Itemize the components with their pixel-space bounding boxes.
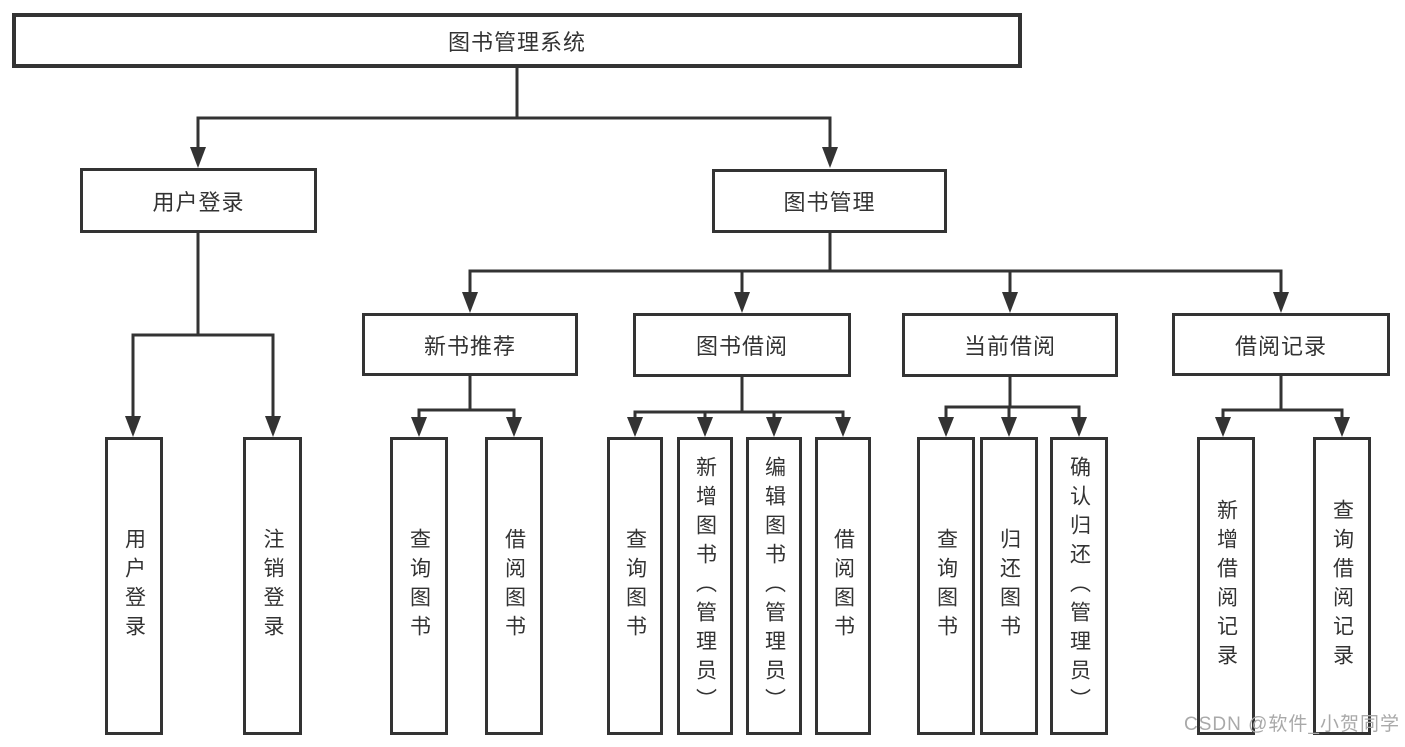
watermark: CSDN @软件_小贺同学 [1184,714,1400,735]
leaf-add-book-admin-label: 新增图书（管理员） [693,455,717,717]
leaf-query-books-2-label: 查询图书 [623,528,647,644]
node-book-management: 图书管理 [712,169,947,233]
node-new-book-recommendation: 新书推荐 [362,313,578,376]
leaf-user-login-label: 用户登录 [122,528,146,644]
leaf-return-book: 归还图书 [980,437,1038,735]
leaf-confirm-return-admin-label: 确认归还（管理员） [1067,455,1091,717]
leaf-query-books-1-label: 查询图书 [407,528,431,644]
leaf-add-book-admin: 新增图书（管理员） [677,437,733,735]
node-book-borrowing: 图书借阅 [633,313,851,377]
leaf-borrow-books-2: 借阅图书 [815,437,871,735]
leaf-query-borrow-record: 查询借阅记录 [1313,437,1371,735]
node-current-borrowing: 当前借阅 [902,313,1118,377]
leaf-logout: 注销登录 [243,437,302,735]
leaf-user-login: 用户登录 [105,437,163,735]
leaf-edit-book-admin-label: 编辑图书（管理员） [762,455,786,717]
leaf-query-books-3-label: 查询图书 [934,528,958,644]
leaf-edit-book-admin: 编辑图书（管理员） [746,437,802,735]
leaf-confirm-return-admin: 确认归还（管理员） [1050,437,1108,735]
node-user-login: 用户登录 [80,168,317,233]
leaf-query-books-1: 查询图书 [390,437,448,735]
node-borrowing-records: 借阅记录 [1172,313,1390,376]
leaf-query-books-3: 查询图书 [917,437,975,735]
leaf-query-borrow-record-label: 查询借阅记录 [1330,499,1354,673]
leaf-add-borrow-record-label: 新增借阅记录 [1214,499,1238,673]
leaf-query-books-2: 查询图书 [607,437,663,735]
leaf-add-borrow-record: 新增借阅记录 [1197,437,1255,735]
node-library-management-system: 图书管理系统 [12,13,1022,68]
leaf-borrow-books-1-label: 借阅图书 [502,528,526,644]
leaf-borrow-books-2-label: 借阅图书 [831,528,855,644]
leaf-return-book-label: 归还图书 [997,528,1021,644]
leaf-borrow-books-1: 借阅图书 [485,437,543,735]
leaf-logout-label: 注销登录 [261,528,284,644]
